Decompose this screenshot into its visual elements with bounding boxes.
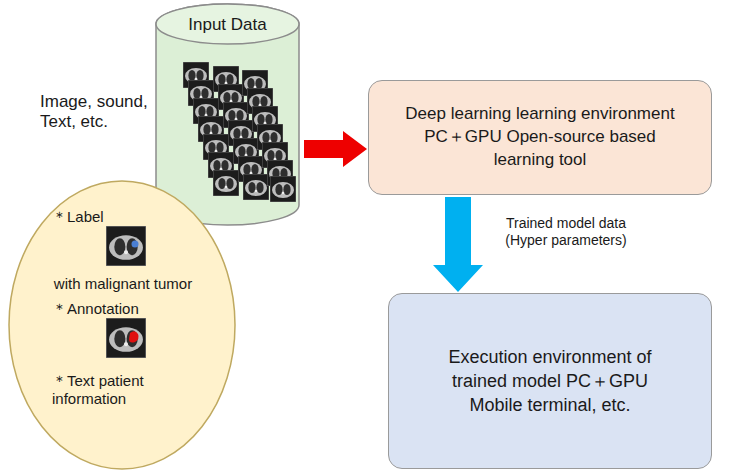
- block-arrow: [304, 131, 367, 167]
- text-slot: ＊Annotation: [52, 300, 202, 318]
- edge-label: Trained model data (Hyper parameters): [491, 215, 641, 249]
- text-slot: ＊Text patient information: [52, 372, 202, 408]
- node-text: ＊Text patient information: [52, 372, 202, 408]
- data-note-blob: ＊Label with malignant tumor ＊Annotation ＊Te…: [8, 180, 236, 470]
- process-box: Deep learning learning environment PC＋GP…: [368, 80, 712, 195]
- node-text: Input Data: [155, 15, 300, 35]
- block-arrow: [433, 197, 483, 292]
- cylinder-body: [156, 4, 299, 225]
- data-note-blob-outline: [8, 180, 236, 470]
- text-slot: ＊Label: [52, 208, 202, 226]
- text-slot: Input Data: [155, 15, 300, 35]
- node-text: ＊Label: [52, 208, 202, 226]
- process-box: Execution environment of trained model P…: [388, 293, 712, 469]
- node-text: Deep learning learning environment PC＋GP…: [402, 103, 678, 172]
- node-text: Execution environment of trained model P…: [445, 345, 655, 418]
- input-types-label: Image, sound, Text, etc.: [40, 92, 164, 133]
- database-cylinder: Input Data: [155, 2, 300, 227]
- database-cylinder-outline: [155, 2, 300, 227]
- node-text: with malignant tumor: [38, 275, 208, 293]
- text-slot: with malignant tumor: [38, 275, 208, 293]
- cylinder-lid: [156, 4, 299, 44]
- blob-outline: [9, 181, 235, 469]
- node-text: ＊Annotation: [52, 300, 202, 318]
